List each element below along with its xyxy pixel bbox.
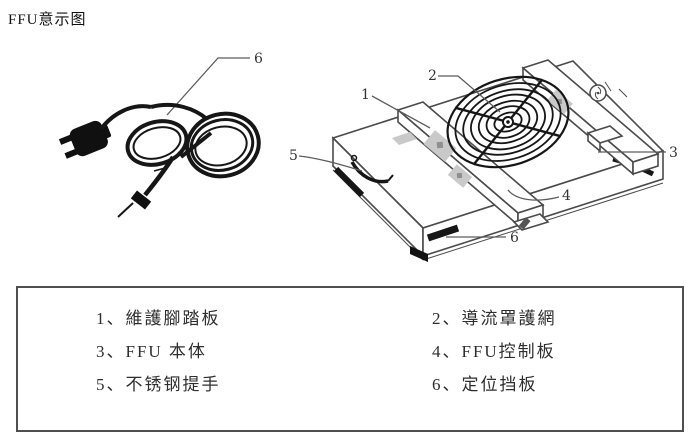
stainless-handle-icon xyxy=(350,154,394,184)
legend-item-3: 3、FFU 本体 xyxy=(96,342,207,361)
legend-box: 1、維護腳踏板 2、導流罩護網 3、FFU 本体 4、FFU控制板 5、不锈钢提… xyxy=(16,286,684,432)
callout-1: 1 xyxy=(361,87,370,103)
callout-6: 6 xyxy=(510,230,519,246)
page-title: FFU意示图 xyxy=(8,12,87,28)
fan-grille-icon xyxy=(446,75,570,169)
callout-3: 3 xyxy=(669,145,678,161)
callout-5: 5 xyxy=(289,148,298,164)
callout-4-leader xyxy=(507,189,560,201)
coiled-cord xyxy=(99,102,261,218)
legend-item-5: 5、不锈钢提手 xyxy=(96,375,221,394)
callouts: 1 2 3 4 5 6 xyxy=(289,68,678,246)
callout-2-leader xyxy=(438,75,501,113)
legend-item-2: 2、導流罩護網 xyxy=(432,309,557,328)
callout-4: 4 xyxy=(562,188,571,204)
edge-marks xyxy=(604,81,628,98)
legend-item-1: 1、維護腳踏板 xyxy=(96,309,221,328)
legend-item-6: 6、定位挡板 xyxy=(432,375,538,394)
callout-2: 2 xyxy=(428,68,437,84)
power-cord-drawing: 6 xyxy=(58,51,263,218)
callout-6-cable: 6 xyxy=(254,51,263,67)
callout-6-cable-leader xyxy=(166,57,250,116)
callout-1-leader xyxy=(371,95,431,129)
legend-grid: 1、維護腳踏板 2、導流罩護網 3、FFU 本体 4、FFU控制板 5、不锈钢提… xyxy=(18,288,682,406)
brand-logo-icon xyxy=(589,84,607,102)
callout-5-leader xyxy=(298,155,363,172)
legend-item-4: 4、FFU控制板 xyxy=(432,342,556,361)
positioning-baffles xyxy=(333,166,460,262)
ffu-unit-drawing: 1 2 3 4 5 6 xyxy=(289,59,678,262)
